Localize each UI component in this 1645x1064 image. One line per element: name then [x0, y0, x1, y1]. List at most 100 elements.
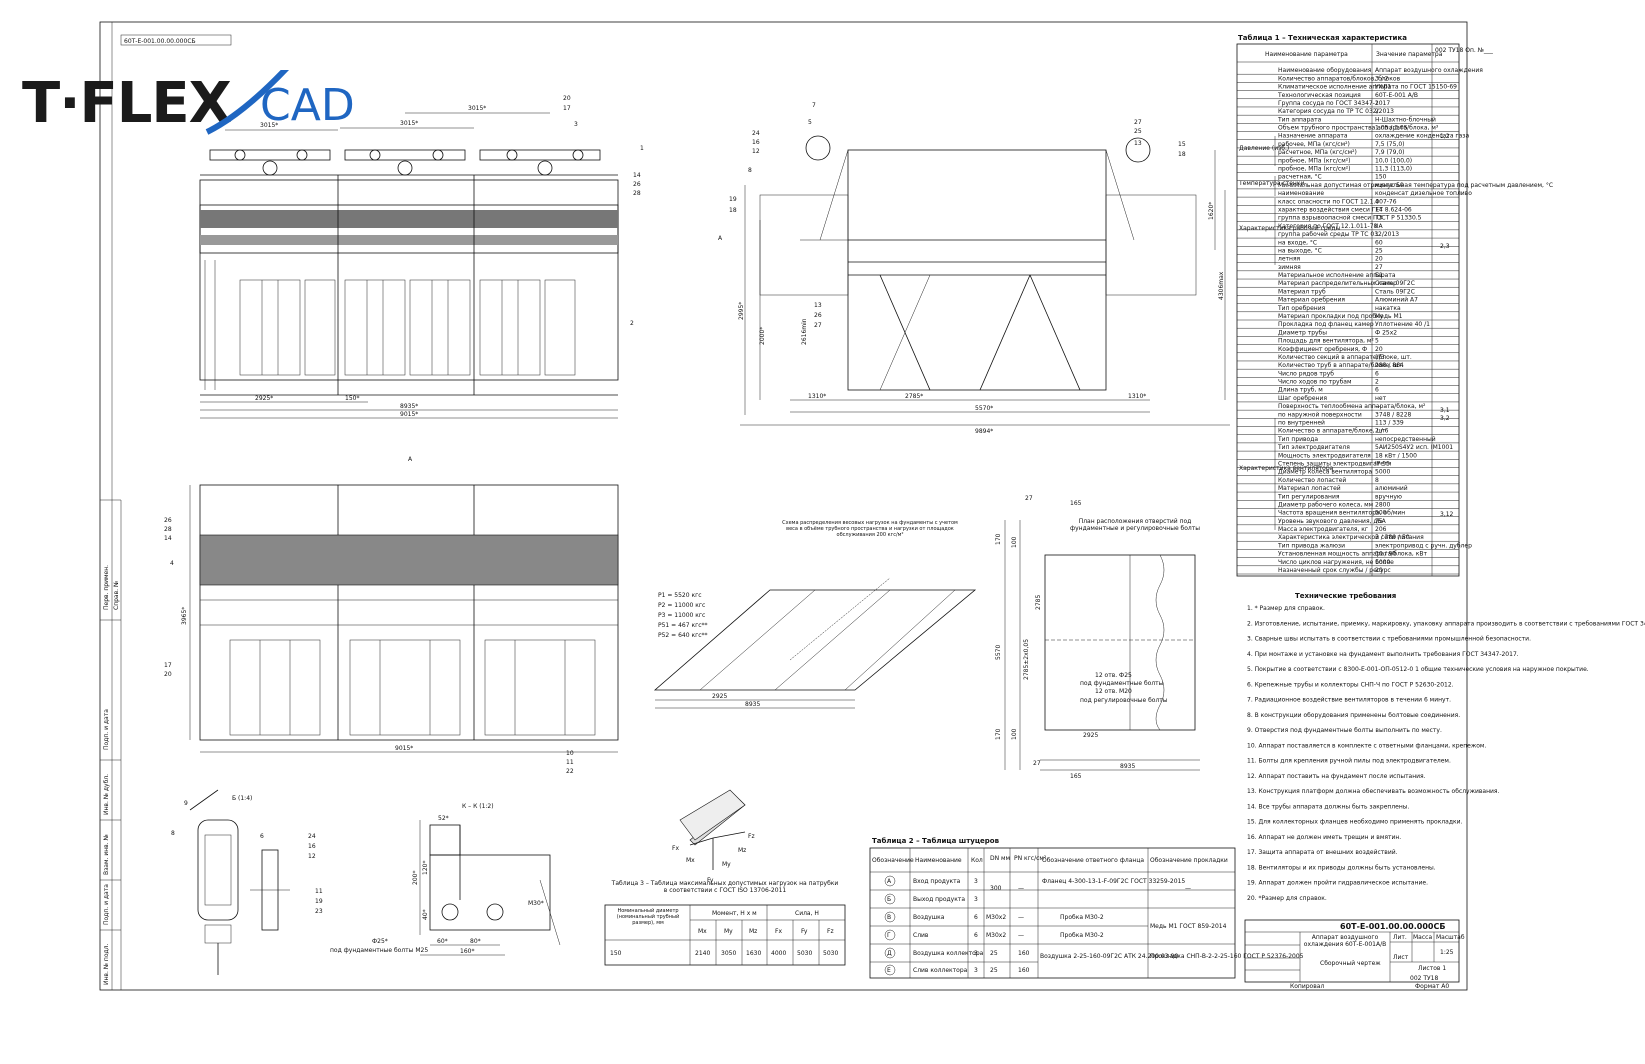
svg-text:002 ТУ18 Оп. №___: 002 ТУ18 Оп. №___	[1435, 47, 1494, 54]
svg-text:3,12: 3,12	[1440, 511, 1454, 518]
tech-row-param: Диаметр трубы	[1278, 329, 1327, 336]
left-strip-labels: Перв. примен. Справ. № Подп. и дата Инв.…	[103, 565, 120, 985]
svg-text:Пробка М30-2: Пробка М30-2	[1060, 914, 1104, 921]
svg-text:Fx: Fx	[672, 845, 679, 852]
svg-text:52*: 52*	[438, 815, 449, 822]
tech-row-param: Материал прокладки под пробку	[1278, 313, 1384, 320]
svg-text:16: 16	[752, 139, 760, 146]
tech-row-value: 8	[1375, 477, 1379, 484]
svg-text:P1 = 5520 кгс: P1 = 5520 кгс	[658, 592, 702, 599]
tech-row-value: 1,05 / 3,05	[1375, 125, 1408, 132]
tech-req-item: 7. Радиационное воздействие вентиляторов…	[1247, 697, 1451, 704]
tech-row-param: Коэффициент оребрения, Ф	[1278, 346, 1367, 353]
svg-text:Слив коллектора: Слив коллектора	[913, 967, 968, 974]
svg-text:5570: 5570	[995, 645, 1002, 660]
svg-text:18: 18	[1178, 151, 1186, 158]
tech-row-param: Материал распределительных камер	[1278, 280, 1397, 287]
tech-table-title: Таблица 1 – Техническая характеристика	[1238, 34, 1407, 42]
svg-text:4306max: 4306max	[1218, 271, 1225, 300]
svg-text:4: 4	[170, 560, 174, 567]
tech-row-value: 288 / 864	[1375, 362, 1404, 369]
load-values: P1 = 5520 кгс P2 = 11000 кгс P3 = 11000 …	[658, 592, 708, 639]
svg-text:22: 22	[566, 768, 574, 775]
tech-row-value: 1	[1375, 100, 1379, 107]
svg-text:My: My	[722, 861, 731, 868]
svg-text:3,2: 3,2	[1440, 415, 1450, 422]
logo-tflex: T·FLEX	[22, 71, 232, 136]
tech-req-item: 3. Сварные швы испытать в соответствии с…	[1247, 636, 1531, 643]
tech-row-value: 11,3 (113,0)	[1375, 166, 1412, 173]
tech-row-param: Наименование оборудования	[1278, 67, 1372, 74]
tech-row-param: Тип регулирования	[1277, 493, 1340, 500]
svg-text:Обозначение ответного фланца: Обозначение ответного фланца	[1042, 857, 1144, 864]
svg-text:27: 27	[814, 322, 822, 329]
svg-text:К – К (1:2): К – К (1:2)	[462, 803, 494, 810]
tech-row-param: на выходе, °С	[1278, 247, 1322, 254]
svg-text:My: My	[724, 928, 733, 935]
svg-text:Ф25*: Ф25*	[372, 938, 388, 945]
svg-text:—: —	[1018, 885, 1024, 892]
tech-row-value: 2	[1375, 108, 1379, 115]
svg-text:Fy: Fy	[801, 928, 808, 935]
svg-text:80*: 80*	[470, 938, 481, 945]
svg-text:Характеристика вентилятора: Характеристика вентилятора	[1239, 465, 1334, 472]
svg-text:8935: 8935	[745, 701, 760, 708]
svg-text:28: 28	[633, 190, 641, 197]
svg-text:Fx: Fx	[775, 928, 782, 935]
tech-row-value: 3 / 380 / 50	[1375, 534, 1410, 541]
tech-row-value: 27	[1375, 264, 1383, 271]
tech-row-param: Назначенный срок службы / ресурс	[1278, 567, 1391, 574]
tech-row-value: 4	[1375, 198, 1379, 205]
svg-text:26: 26	[814, 312, 822, 319]
svg-text:Перв. примен.: Перв. примен.	[103, 565, 110, 610]
svg-text:Обозначение прокладки: Обозначение прокладки	[1150, 857, 1228, 864]
svg-text:под регулировочные болты: под регулировочные болты	[1080, 697, 1168, 704]
svg-text:Инв. № дубл.: Инв. № дубл.	[103, 774, 110, 815]
svg-text:Сила, Н: Сила, Н	[795, 910, 819, 917]
tech-req-item: 13. Конструкция платформ должна обеспечи…	[1247, 788, 1500, 795]
tech-row-value: Н-Шахтно-блочный	[1375, 116, 1436, 123]
svg-text:8935*: 8935*	[400, 403, 418, 410]
svg-text:Выход продукта: Выход продукта	[913, 896, 965, 903]
svg-text:200*: 200*	[412, 871, 419, 885]
svg-text:Значение параметра: Значение параметра	[1376, 51, 1443, 58]
tech-row-value: 60	[1375, 239, 1383, 246]
svg-text:Давление (изб.): Давление (изб.)	[1239, 145, 1289, 152]
svg-text:25: 25	[990, 967, 998, 974]
svg-text:170: 170	[995, 728, 1002, 740]
svg-text:10: 10	[566, 750, 574, 757]
sheet-frame	[99, 21, 1468, 991]
svg-text:2995*: 2995*	[738, 302, 745, 320]
hole-plan	[1004, 520, 1200, 771]
tech-row-param: по наружной поверхности	[1278, 411, 1362, 418]
nozzle-table-title: Таблица 2 – Таблица штуцеров	[872, 837, 1000, 845]
svg-text:100: 100	[1011, 728, 1018, 740]
tech-req-item: 19. Аппарат должен пройти гидравлическое…	[1247, 880, 1428, 887]
tech-row-value: —	[1375, 403, 1381, 410]
svg-text:15: 15	[1178, 141, 1186, 148]
tech-row-param: на входе, °С	[1278, 239, 1317, 246]
svg-text:20: 20	[563, 95, 571, 102]
svg-text:19: 19	[315, 898, 323, 905]
tech-row-param: пробное, МПа (кгс/см²)	[1278, 157, 1350, 164]
tech-row-value: Сталь 09Г2С	[1375, 280, 1415, 287]
tech-req-item: 11. Болты для крепления ручной пилы под …	[1247, 758, 1451, 765]
svg-text:6: 6	[260, 833, 264, 840]
svg-text:12 отв. Ф25: 12 отв. Ф25	[1095, 672, 1132, 679]
tech-row-value: 1/3	[1375, 354, 1385, 361]
svg-text:Масштаб: Масштаб	[1436, 934, 1465, 941]
tech-row-value: Алюминий А7	[1375, 297, 1418, 304]
tech-row-param: Материал труб	[1278, 288, 1326, 295]
svg-text:17: 17	[563, 105, 571, 112]
svg-text:9: 9	[184, 800, 188, 807]
tech-req-title: Технические требования	[1295, 592, 1396, 600]
svg-text:—: —	[1018, 914, 1024, 921]
svg-text:60*: 60*	[437, 938, 448, 945]
tech-row-param: Число циклов нагружения, не более	[1278, 559, 1394, 566]
tech-row-value: 7,9 (79,0)	[1375, 149, 1405, 156]
tech-row-param: Количество секций в аппарате/блоке, шт.	[1278, 354, 1412, 361]
tech-row-param: Категория по ГОСТ 12.1.011-78	[1278, 223, 1378, 230]
svg-text:Fy: Fy	[707, 877, 714, 884]
tech-row-value: 3748 / 8228	[1375, 411, 1412, 418]
svg-text:3,1: 3,1	[1440, 407, 1450, 414]
